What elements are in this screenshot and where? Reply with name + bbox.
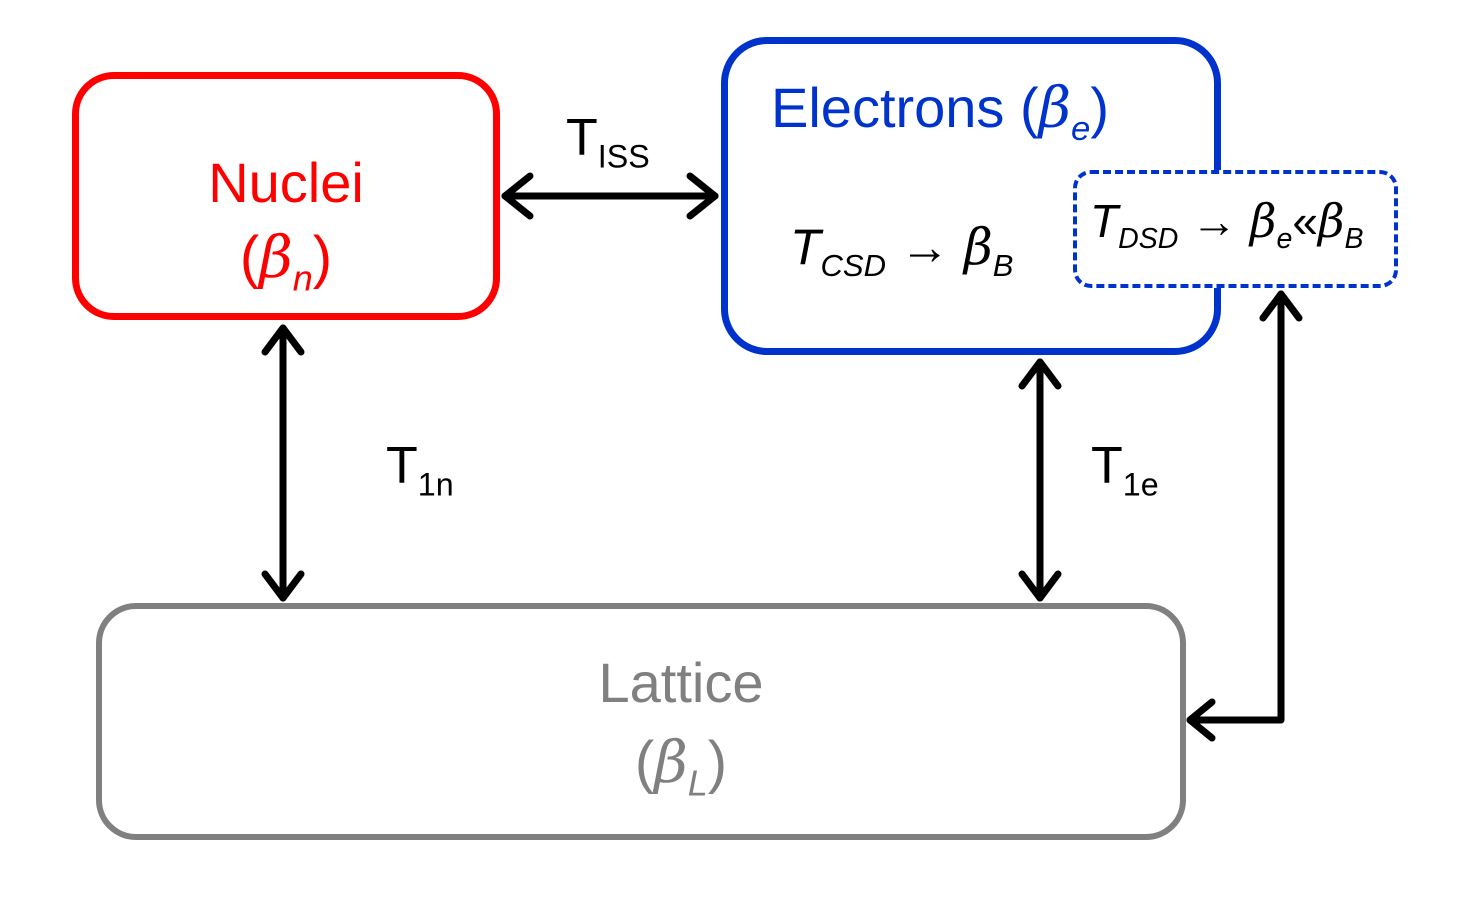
lattice-box	[96, 603, 1186, 840]
t1n-arrow	[261, 324, 305, 602]
t1e-arrow	[1018, 358, 1062, 602]
iss-arrow	[501, 172, 719, 220]
nuclei-beta-symbol: (βn)	[239, 223, 333, 299]
t1n-edge-label: T1n	[386, 437, 454, 503]
csd-relation: TCSD → βB	[790, 218, 1014, 283]
nuclei-title: Nuclei	[208, 151, 364, 214]
electrons-title: Electrons (βe)	[771, 76, 1109, 149]
dsd-dashed-box	[1073, 170, 1398, 288]
t1e-edge-label: T1e	[1091, 437, 1159, 503]
iss-edge-label: TISS	[566, 109, 650, 175]
dsd-lattice-arrow	[1186, 290, 1303, 742]
lattice-title: Lattice	[598, 651, 764, 714]
lattice-beta-symbol: (βL)	[634, 728, 728, 804]
nuclei-box	[72, 72, 500, 320]
dsd-relation: TDSD → βe«βB	[1090, 194, 1364, 255]
